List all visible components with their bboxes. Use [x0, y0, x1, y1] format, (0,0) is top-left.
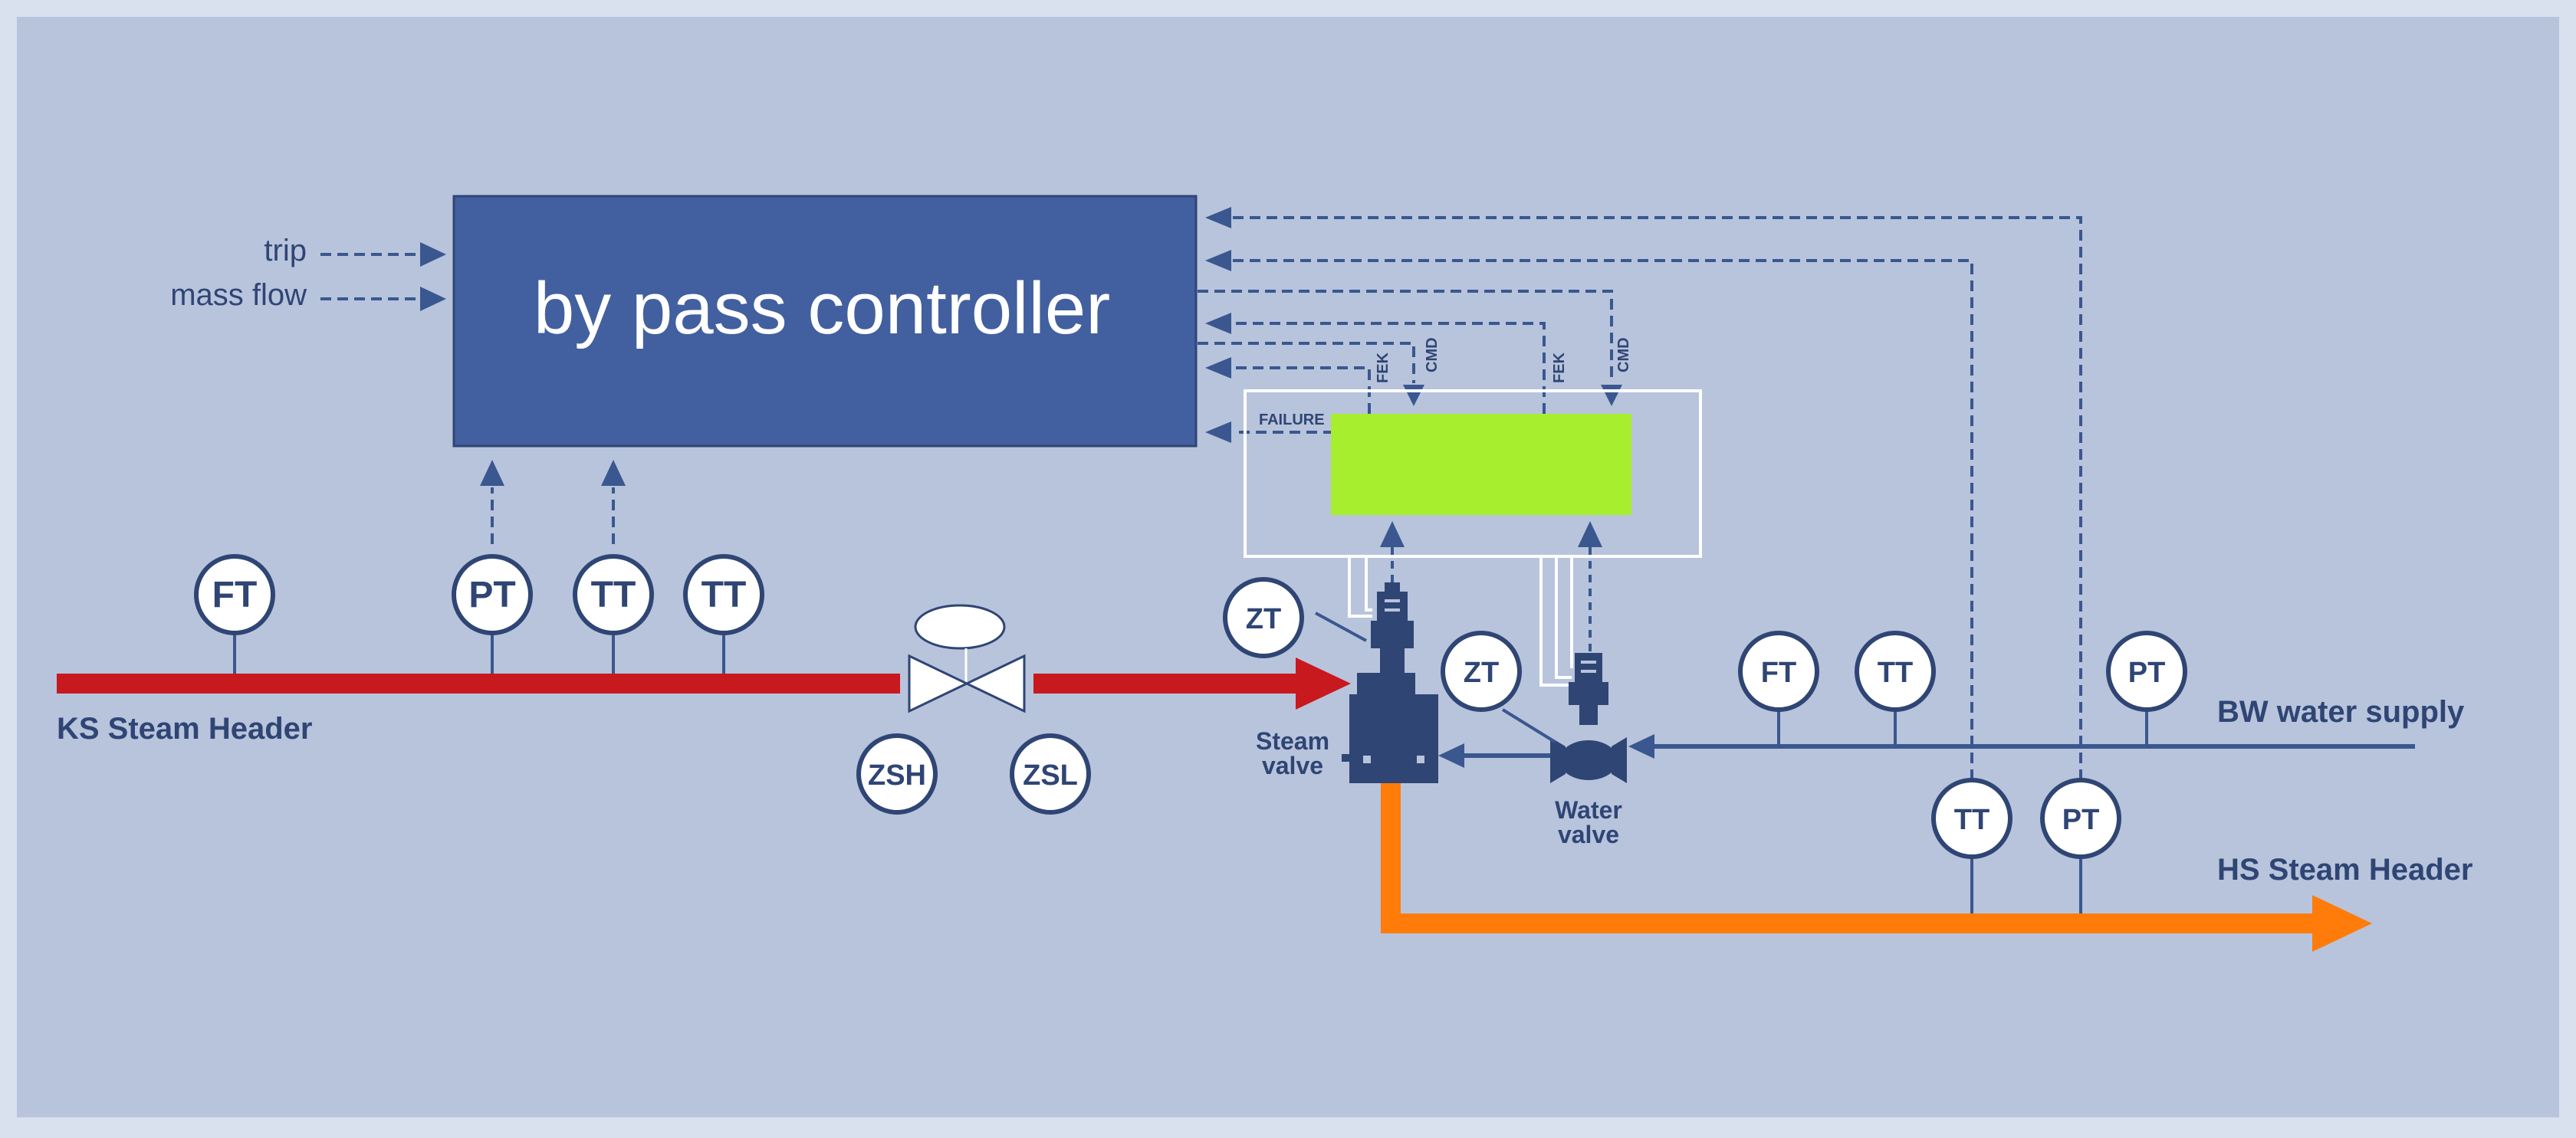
svg-text:FT: FT: [1761, 657, 1796, 689]
svg-text:PT: PT: [2062, 804, 2100, 836]
pt-bw-instrument[interactable]: PT: [2106, 631, 2187, 746]
background-panel: [17, 17, 2559, 1117]
svg-text:PT: PT: [468, 575, 515, 615]
fek-steam-arrow-icon: [1205, 357, 1231, 379]
tt-ks-instrument-1[interactable]: TT: [573, 554, 654, 674]
zt-water-instrument[interactable]: ZT: [1441, 631, 1556, 743]
ks-flow-arrow-icon: [1296, 658, 1351, 710]
ks-steam-header-line: [57, 658, 1351, 710]
tt-ks-instrument-2[interactable]: TT: [683, 554, 764, 674]
water-valve-signal-arrow-icon: [1578, 521, 1602, 547]
failure-tag: FAILURE: [1259, 412, 1325, 428]
tt-signal-arrow-icon: [601, 460, 626, 486]
bypass-controller[interactable]: by pass controller: [452, 195, 1198, 448]
cmd-steam-tag: CMD: [1424, 337, 1441, 372]
failure-arrow-icon: [1205, 421, 1231, 443]
steam-valve-signal-arrow-icon: [1380, 521, 1405, 547]
water-to-steam-arrow-icon: [1438, 743, 1464, 768]
tt-hs-instrument[interactable]: TT: [1931, 778, 2013, 913]
svg-text:ZSL: ZSL: [1023, 759, 1078, 792]
svg-text:ZT: ZT: [1464, 657, 1499, 689]
bw-flow-arrow-icon: [1628, 734, 1654, 759]
svg-text:TT: TT: [1878, 657, 1913, 689]
tt-hs-arrow-icon: [1205, 250, 1231, 271]
controller-title: by pass controller: [534, 267, 1110, 349]
trip-label: trip: [264, 234, 307, 267]
water-valve-detail: [1581, 661, 1596, 673]
actuator-panel: [1331, 414, 1631, 515]
ft-bw-instrument[interactable]: FT: [1738, 631, 1819, 746]
water-transfer-line: [1438, 743, 1550, 768]
ks-steam-header-label: KS Steam Header: [57, 712, 312, 746]
svg-text:TT: TT: [702, 575, 747, 615]
pt-ks-instrument[interactable]: PT: [452, 554, 533, 674]
mass-flow-arrow-icon: [420, 287, 446, 311]
ks-signal-lines: [480, 460, 626, 544]
trip-arrow-icon: [420, 242, 446, 267]
feedback-arrowheads: [1205, 207, 1622, 443]
controller-feedback-lines: [1198, 216, 2082, 797]
zsl-instrument[interactable]: ZSL: [1010, 733, 1091, 815]
ft-ks-instrument[interactable]: FT: [194, 554, 275, 674]
fek-steam-tag: FEK: [1375, 352, 1392, 383]
hs-steam-header-label: HS Steam Header: [2217, 853, 2472, 887]
svg-text:PT: PT: [2128, 657, 2166, 689]
steam-valve-label-line2: valve: [1262, 752, 1323, 779]
pt-hs-arrow-icon: [1205, 207, 1231, 228]
cmd-water-tag: CMD: [1615, 337, 1632, 372]
mass-flow-label: mass flow: [170, 278, 307, 312]
isolation-valve-icon[interactable]: [908, 604, 1026, 713]
actuator-links: [1348, 556, 1573, 687]
valve-position-lines: [1380, 521, 1602, 651]
input-signals: trip mass flow: [170, 234, 446, 312]
pt-hs-instrument[interactable]: PT: [2040, 778, 2121, 913]
svg-text:TT: TT: [1954, 804, 1990, 836]
water-valve-label-line1: Water: [1555, 796, 1622, 824]
actuator-unit[interactable]: [1244, 389, 1702, 558]
fek-water-arrow-icon: [1205, 313, 1231, 334]
water-valve-label-line2: valve: [1558, 821, 1619, 848]
tt-bw-instrument[interactable]: TT: [1855, 631, 1936, 746]
svg-text:FT: FT: [212, 575, 258, 615]
svg-text:TT: TT: [591, 575, 636, 615]
fek-water-tag: FEK: [1551, 352, 1568, 383]
water-valve-icon[interactable]: [1550, 653, 1627, 783]
zt-steam-instrument[interactable]: ZT: [1223, 577, 1367, 658]
steam-valve-icon[interactable]: [1342, 582, 1438, 783]
steam-valve-detail: [1363, 599, 1424, 763]
zsh-instrument[interactable]: ZSH: [856, 733, 938, 815]
svg-text:ZSH: ZSH: [868, 759, 926, 792]
bw-water-supply-label: BW water supply: [2217, 695, 2465, 729]
svg-text:ZT: ZT: [1246, 603, 1281, 635]
hs-steam-header-line: [1381, 774, 2372, 952]
hs-flow-arrow-icon: [2312, 895, 2372, 952]
pt-signal-arrow-icon: [480, 460, 504, 486]
steam-valve-label-line1: Steam: [1256, 727, 1329, 755]
signal-tags: FEK CMD FEK CMD FAILURE: [1259, 337, 1632, 428]
